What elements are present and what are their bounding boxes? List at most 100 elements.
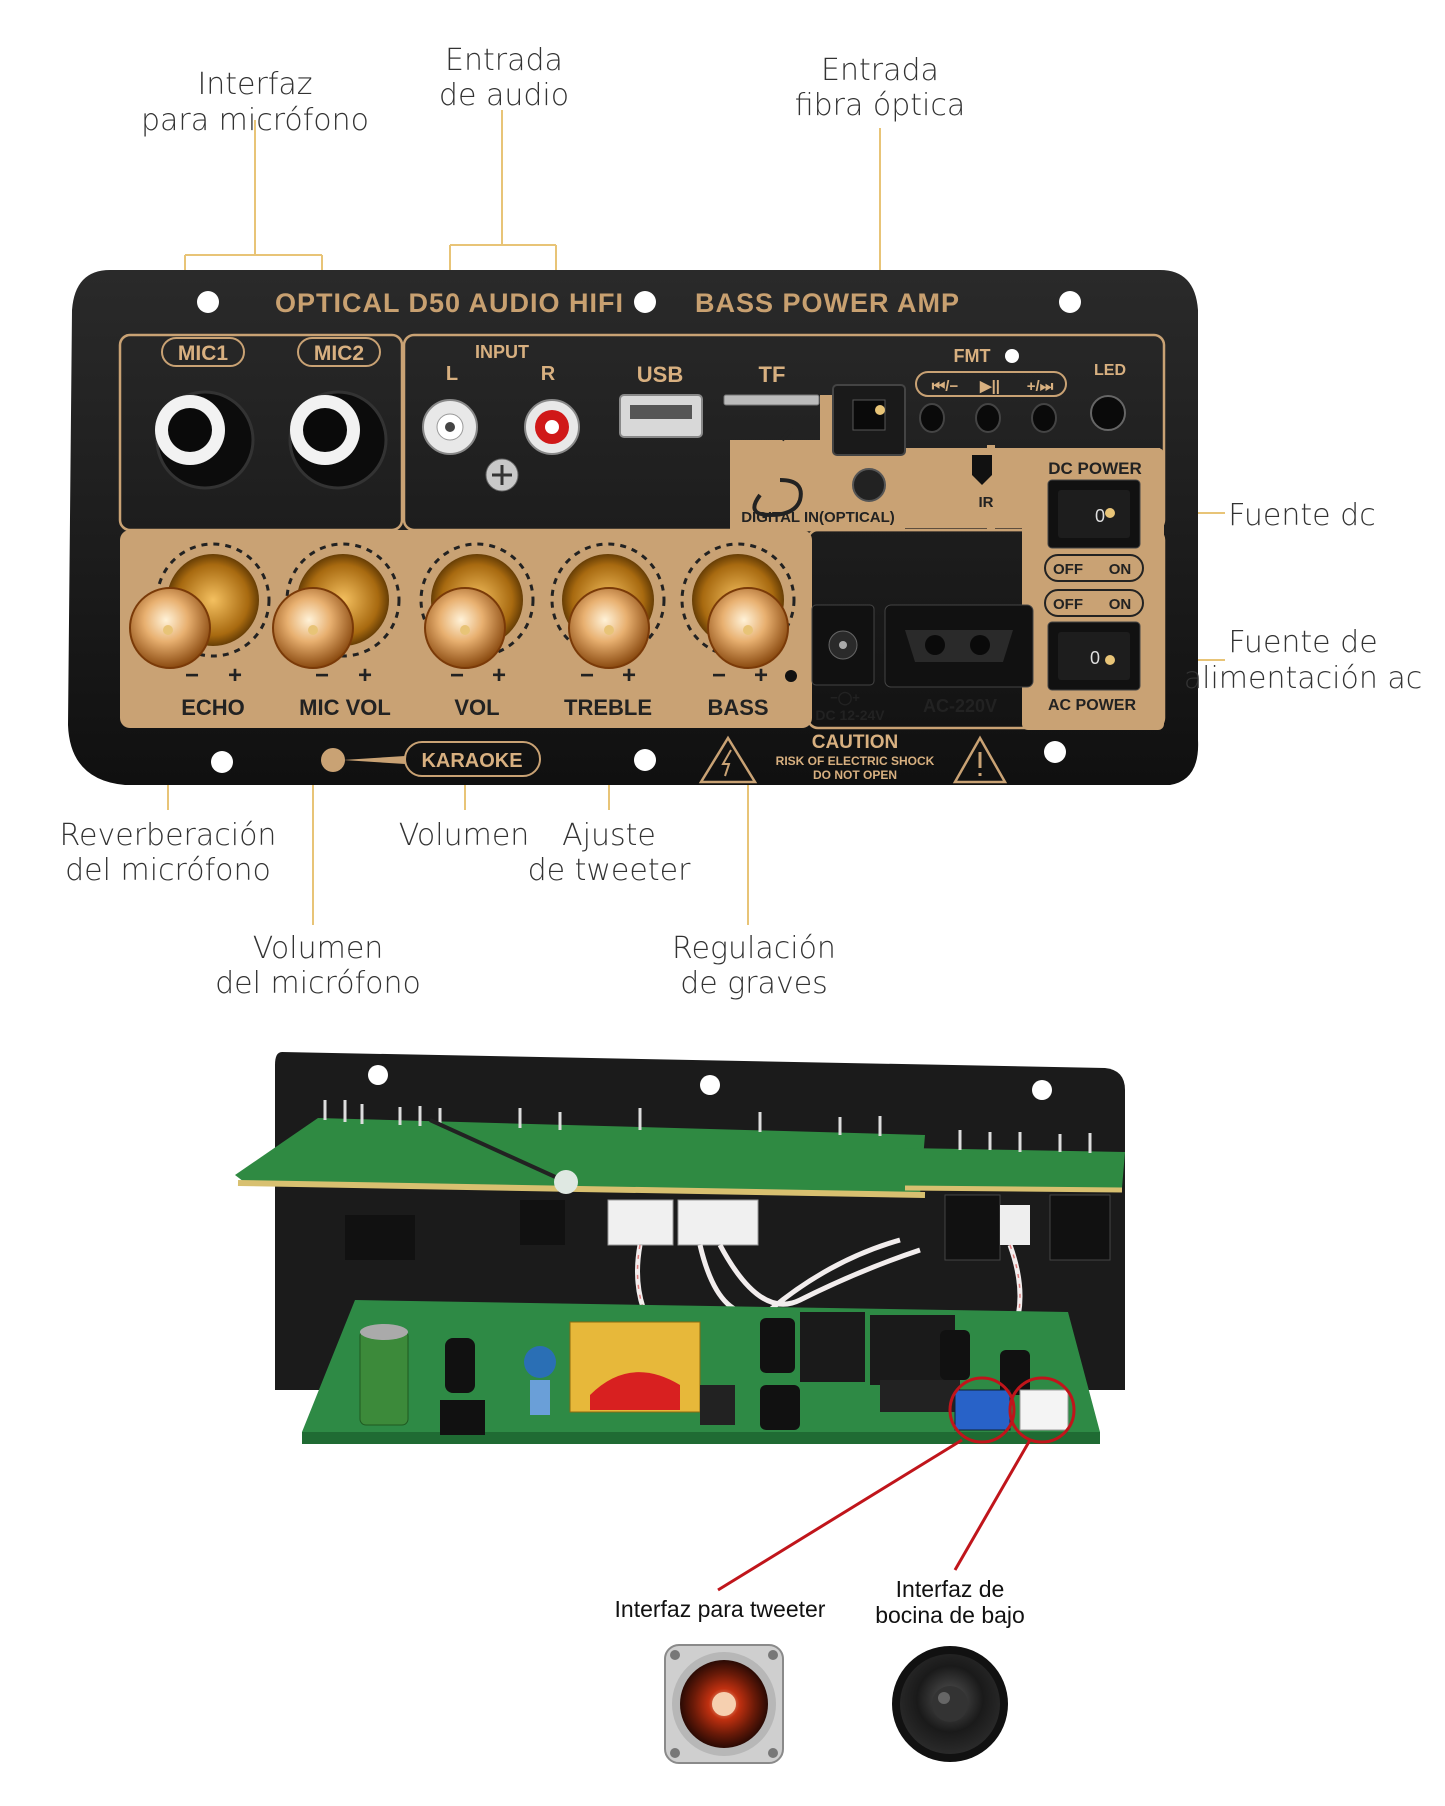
callout-reverb-1: Reverberación <box>60 818 277 853</box>
tweeter-terminal-highlight <box>948 1376 1016 1444</box>
callout-audio-2: de audio <box>439 78 569 113</box>
rca-right-jack[interactable] <box>524 399 580 455</box>
play-label: ▶|| <box>979 378 1000 395</box>
screw-icon <box>485 458 519 492</box>
callout-dots <box>163 405 1115 665</box>
prev-label: ⏮/− <box>932 378 959 395</box>
mounting-hole <box>197 291 219 313</box>
ir-label: IR <box>979 494 994 511</box>
ac-220v-label: AC-220V <box>923 696 997 716</box>
tf-label: TF <box>759 362 786 387</box>
led-label: LED <box>1094 362 1126 379</box>
capacitor <box>359 1324 409 1426</box>
treble-knob[interactable] <box>550 542 666 669</box>
tf-card-slot[interactable] <box>723 394 820 406</box>
callout-ac-2: alimentación ac <box>1184 661 1423 696</box>
mic2-label: MIC2 <box>314 342 364 365</box>
callout-bass-2: de graves <box>680 966 828 1001</box>
treble-plus: + <box>622 662 636 689</box>
callout-tweeter-interface: Interfaz para tweeter <box>615 1596 826 1622</box>
callout-volume: Volumen <box>399 818 530 853</box>
ac-power-switch[interactable]: 0 <box>1047 621 1141 691</box>
bass-label: BASS <box>707 695 768 720</box>
input-r-label: R <box>541 363 556 385</box>
mic1-jack[interactable] <box>155 390 255 490</box>
treble-minus: − <box>580 662 594 689</box>
play-pause-button[interactable] <box>975 403 1001 433</box>
mounting-hole <box>1044 741 1066 763</box>
fmt-label: FMT <box>954 346 991 366</box>
warning-icon <box>952 735 1008 784</box>
board-rear-view <box>235 1052 1125 1444</box>
mic2-jack[interactable] <box>288 390 388 490</box>
callout-bass-1: Regulación <box>672 931 836 966</box>
vol-plus: + <box>492 662 506 689</box>
woofer-icon <box>892 1646 1008 1762</box>
ir-receiver <box>972 455 992 485</box>
off-label-2: OFF <box>1053 596 1083 613</box>
tweeter-icon <box>664 1644 784 1764</box>
next-label: +/⏭ <box>1027 378 1054 395</box>
callout-tweeter-adj-2: de tweeter <box>528 853 691 888</box>
dc-polarity: −◯+ <box>830 690 860 706</box>
micvol-minus: − <box>315 662 329 689</box>
off-label-1: OFF <box>1053 561 1083 578</box>
treble-label: TREBLE <box>564 695 652 720</box>
ac-power-label: AC POWER <box>1048 697 1136 714</box>
callout-micvol-1: Volumen <box>253 931 384 966</box>
callout-tweeter-adj-1: Ajuste <box>562 818 656 853</box>
callout-micvol-2: del micrófono <box>215 966 421 1001</box>
woofer-terminal-highlight <box>1008 1376 1076 1444</box>
dc-range-label: DC 12-24V <box>815 707 885 723</box>
dc-power-label: DC POWER <box>1048 459 1142 478</box>
callout-optical-1: Entrada <box>821 53 939 88</box>
micvol-plus: + <box>358 662 372 689</box>
amplifier-panel: OPTICAL D50 AUDIO HIFI BASS POWER AMP MI… <box>68 270 1199 785</box>
cable-icon <box>752 426 803 518</box>
caution-label: CAUTION <box>812 732 899 753</box>
echo-plus: + <box>228 662 242 689</box>
warning-icon <box>698 735 758 784</box>
callout-audio-1: Entrada <box>445 43 563 78</box>
panel-title-right: BASS POWER AMP <box>695 288 960 318</box>
callout-woofer-2: bocina de bajo <box>875 1602 1025 1628</box>
on-label-2: ON <box>1109 596 1132 613</box>
callout-ac-1: Fuente de <box>1228 625 1377 660</box>
mic-vol-label: MIC VOL <box>299 695 391 720</box>
optical-port[interactable] <box>832 384 906 456</box>
bass-plus: + <box>754 662 768 689</box>
next-button[interactable] <box>1031 403 1057 433</box>
callout-reverb-2: del micrófono <box>65 853 271 888</box>
microphone-icon <box>321 748 405 772</box>
callout-mic-2: para micrófono <box>141 103 369 138</box>
ac-switch-zero: 0 <box>1090 648 1100 668</box>
rca-left-jack[interactable] <box>422 399 478 455</box>
prev-button[interactable] <box>919 403 945 433</box>
input-label: INPUT <box>475 342 529 362</box>
pointer-lines <box>717 1438 1032 1592</box>
mounting-hole <box>634 291 656 313</box>
on-label-1: ON <box>1109 561 1132 578</box>
do-not-open-label: DO NOT OPEN <box>813 768 897 782</box>
mic1-label: MIC1 <box>178 342 228 365</box>
callout-optical-2: fibra óptica <box>795 88 966 123</box>
mounting-hole <box>1059 291 1081 313</box>
panel-title-left: OPTICAL D50 AUDIO HIFI <box>275 288 624 318</box>
bass-minus: − <box>712 662 726 689</box>
callout-mic-1: Interfaz <box>197 67 312 102</box>
led-indicator <box>1090 395 1126 431</box>
risk-label: RISK OF ELECTRIC SHOCK <box>776 754 935 768</box>
callout-dc: Fuente dc <box>1228 498 1375 533</box>
mounting-hole <box>211 751 233 773</box>
digital-in-label: DIGITAL IN(OPTICAL) <box>741 509 895 526</box>
mounting-hole <box>634 749 656 771</box>
dc-power-switch[interactable]: 0 <box>1047 479 1141 549</box>
vol-label: VOL <box>454 695 499 720</box>
callout-woofer-1: Interfaz de <box>896 1576 1005 1602</box>
echo-label: ECHO <box>181 695 245 720</box>
input-l-label: L <box>446 363 458 385</box>
vol-minus: − <box>450 662 464 689</box>
dc-switch-zero: 0 <box>1095 506 1105 526</box>
karaoke-label: KARAOKE <box>421 750 522 772</box>
